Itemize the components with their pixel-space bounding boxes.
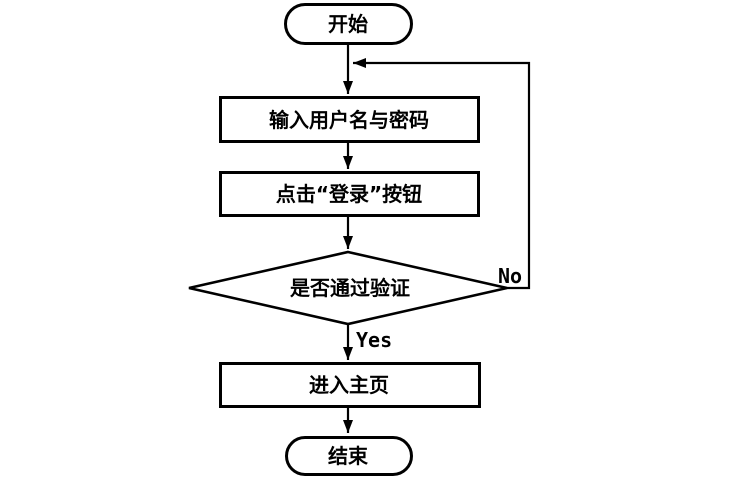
start-terminator-shape [284,3,413,45]
home-label: 进入主页 [309,373,389,397]
node-verify-decision: 是否通过验证 [188,250,508,326]
click-label: 点击“登录”按钮 [276,182,422,206]
verify-label: 是否通过验证 [289,276,410,300]
node-enter-home: 进入主页 [219,362,481,408]
home-process-shape [219,362,481,408]
edge-no-loop [353,58,531,290]
input-label: 输入用户名与密码 [269,108,429,132]
input-process-shape [219,96,480,143]
yes-edge-label: Yes [356,328,392,352]
start-label: 开始 [328,12,368,36]
verify-diamond-shape [188,250,508,326]
node-input-credentials: 输入用户名与密码 [219,96,480,143]
node-click-login: 点击“登录”按钮 [219,171,480,217]
end-terminator-shape [285,436,413,476]
node-end: 结束 [285,436,413,476]
no-edge-label: No [498,264,522,288]
end-label: 结束 [328,444,369,468]
node-start: 开始 [284,3,413,45]
click-process-shape [219,171,480,217]
